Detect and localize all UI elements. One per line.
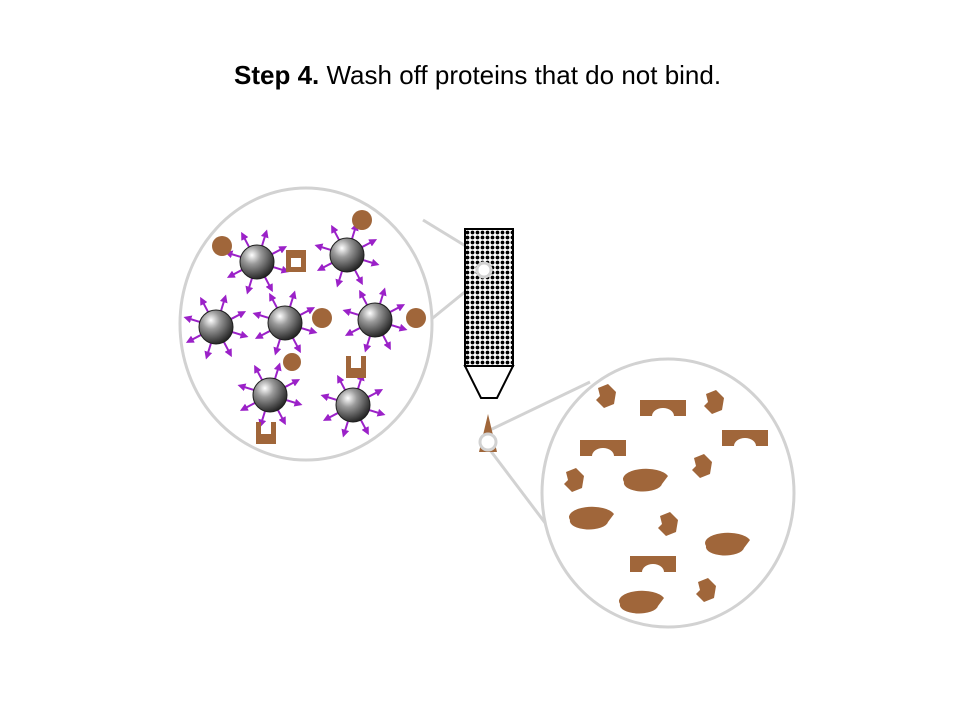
bead-icon: [224, 229, 290, 295]
antibody-icon: [183, 315, 201, 324]
antibody-icon: [273, 338, 282, 356]
protein-icon: [580, 440, 626, 456]
protein-icon: [630, 556, 676, 572]
antibody-icon: [356, 372, 365, 390]
antibody-icon: [382, 334, 391, 351]
left-proteins: [212, 210, 426, 444]
antibody-icon: [200, 296, 209, 313]
antibody-icon: [337, 374, 346, 391]
eluate-zoom-circle: [540, 357, 796, 629]
protein-icon: [286, 250, 306, 272]
antibody-icon: [322, 412, 339, 421]
protein-icon: [658, 512, 678, 536]
antibody-icon: [277, 409, 286, 426]
antibody-icon: [335, 270, 344, 288]
protein-icon: [704, 390, 724, 414]
protein-icon: [564, 468, 584, 492]
antibody-icon: [204, 342, 213, 360]
antibody-icon: [226, 269, 243, 278]
antibody-icon: [389, 304, 406, 313]
antibody-icon: [254, 364, 263, 381]
antibody-icon: [299, 307, 316, 316]
antibody-icon: [316, 262, 333, 271]
antibody-icon: [269, 292, 278, 309]
antibody-icon: [273, 362, 282, 380]
protein-icon: [696, 578, 716, 602]
protein-icon: [346, 356, 366, 378]
antibody-icon: [237, 383, 255, 392]
antibody-icon: [341, 420, 350, 438]
antibody-icon: [260, 229, 269, 247]
protein-icon: [312, 308, 332, 328]
bead-icon: [237, 362, 303, 428]
protein-icon: [692, 454, 712, 478]
protein-icon: [406, 308, 426, 328]
protein-icon: [640, 400, 686, 416]
antibody-icon: [314, 243, 332, 252]
antibody-icon: [390, 323, 408, 332]
antibody-icon: [363, 335, 372, 353]
antibody-icon: [219, 294, 228, 312]
bead-icon: [320, 372, 386, 438]
antibody-icon: [292, 337, 301, 354]
column-icon: [463, 228, 515, 399]
antibody-icon: [252, 311, 270, 320]
bead-group: [183, 222, 408, 438]
protein-icon: [256, 422, 276, 444]
antibody-icon: [254, 330, 271, 339]
antibody-icon: [241, 231, 250, 248]
antibody-icon: [350, 222, 359, 240]
protein-icon: [622, 468, 668, 492]
bead-icon: [183, 294, 249, 360]
droplet-icon: [478, 414, 498, 452]
bead-icon: [342, 287, 408, 353]
protein-icon: [722, 430, 768, 446]
antibody-icon: [367, 389, 384, 398]
antibody-icon: [361, 239, 378, 248]
protein-icon: [568, 506, 614, 530]
antibody-icon: [224, 250, 242, 259]
protein-icon: [704, 532, 750, 556]
step-description: Wash off proteins that do not bind.: [326, 60, 722, 90]
antibody-icon: [284, 379, 301, 388]
antibody-icon: [331, 224, 340, 241]
antibody-icon: [300, 326, 318, 335]
antibody-icon: [354, 269, 363, 286]
antibody-icon: [258, 410, 267, 428]
antibody-icon: [239, 402, 256, 411]
antibody-icon: [185, 334, 202, 343]
antibody-icon: [359, 289, 368, 306]
protein-icon: [212, 236, 232, 256]
antibody-icon: [230, 311, 247, 320]
slide-title: Step 4. Wash off proteins that do not bi…: [234, 60, 721, 91]
antibody-icon: [320, 393, 338, 402]
antibody-icon: [360, 419, 369, 436]
antibody-icon: [378, 287, 387, 305]
protein-icon: [283, 353, 301, 371]
bead-icon: [252, 290, 318, 356]
antibody-icon: [231, 330, 249, 339]
right-proteins: [564, 384, 768, 614]
protein-icon: [618, 590, 664, 614]
antibody-icon: [368, 408, 386, 417]
antibody-icon: [362, 258, 380, 267]
protein-icon: [596, 384, 616, 408]
antibody-icon: [264, 276, 273, 293]
antibody-icon: [288, 290, 297, 308]
antibody-icon: [245, 277, 254, 295]
antibody-icon: [271, 246, 288, 255]
step-label: Step 4.: [234, 60, 320, 90]
antibody-icon: [342, 308, 360, 317]
antibody-icon: [272, 265, 290, 274]
antibody-icon: [285, 398, 303, 407]
protein-icon: [352, 210, 372, 230]
bead-icon: [314, 222, 380, 288]
antibody-icon: [223, 341, 232, 358]
antibody-icon: [344, 327, 361, 336]
